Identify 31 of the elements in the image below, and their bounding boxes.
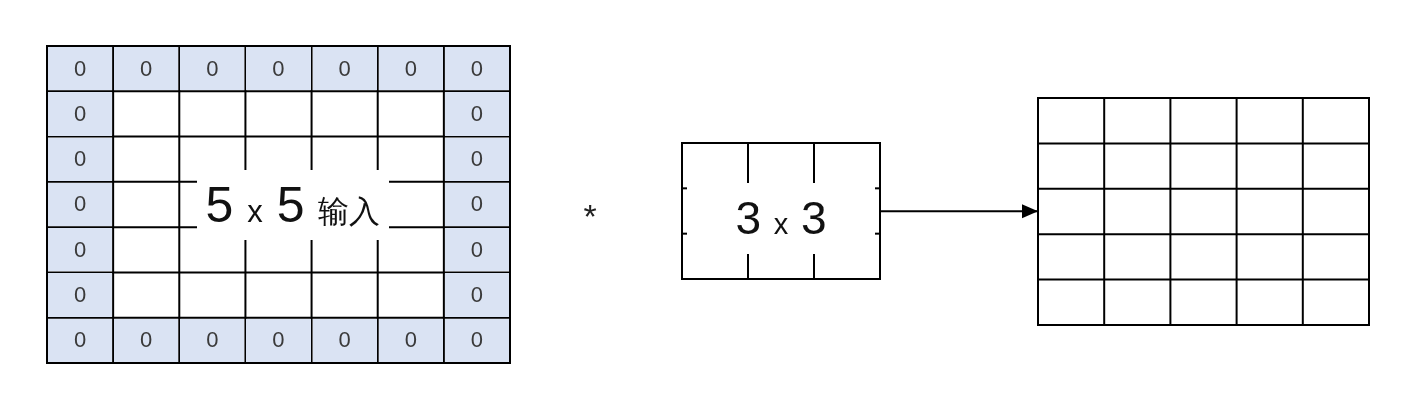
padding-cell: 0 <box>444 92 509 136</box>
padding-cell: 0 <box>378 47 443 91</box>
padding-cell: 0 <box>48 318 113 362</box>
padding-cell: 0 <box>444 318 509 362</box>
padding-cell: 0 <box>246 47 311 91</box>
padding-cell: 0 <box>444 273 509 317</box>
padding-cell: 0 <box>48 273 113 317</box>
padding-cell: 0 <box>444 137 509 181</box>
padding-cell: 0 <box>180 318 245 362</box>
padding-cell: 0 <box>114 47 179 91</box>
padding-cell: 0 <box>312 318 377 362</box>
size-label: 3 x 3 <box>735 195 827 241</box>
grid <box>682 143 880 279</box>
operator-sign: * <box>583 199 597 233</box>
padding-cell: 0 <box>378 318 443 362</box>
size-label: 5 x 5 输入 <box>205 180 381 230</box>
padding-cell: 0 <box>444 182 509 227</box>
padding-cell: 0 <box>246 318 311 362</box>
arrow <box>880 204 1038 219</box>
padding-cell: 0 <box>48 47 113 91</box>
padding-cell: 0 <box>48 92 113 136</box>
padding-cell: 0 <box>444 47 509 91</box>
grid <box>1038 98 1369 325</box>
padding-cell: 0 <box>48 137 113 181</box>
grid <box>47 46 510 363</box>
padding-cell: 0 <box>180 47 245 91</box>
padding-cell: 0 <box>48 228 113 272</box>
padding-cell: 0 <box>114 318 179 362</box>
padding-cell: 0 <box>312 47 377 91</box>
padding-cell: 0 <box>444 228 509 272</box>
padding-cell: 0 <box>48 182 113 227</box>
